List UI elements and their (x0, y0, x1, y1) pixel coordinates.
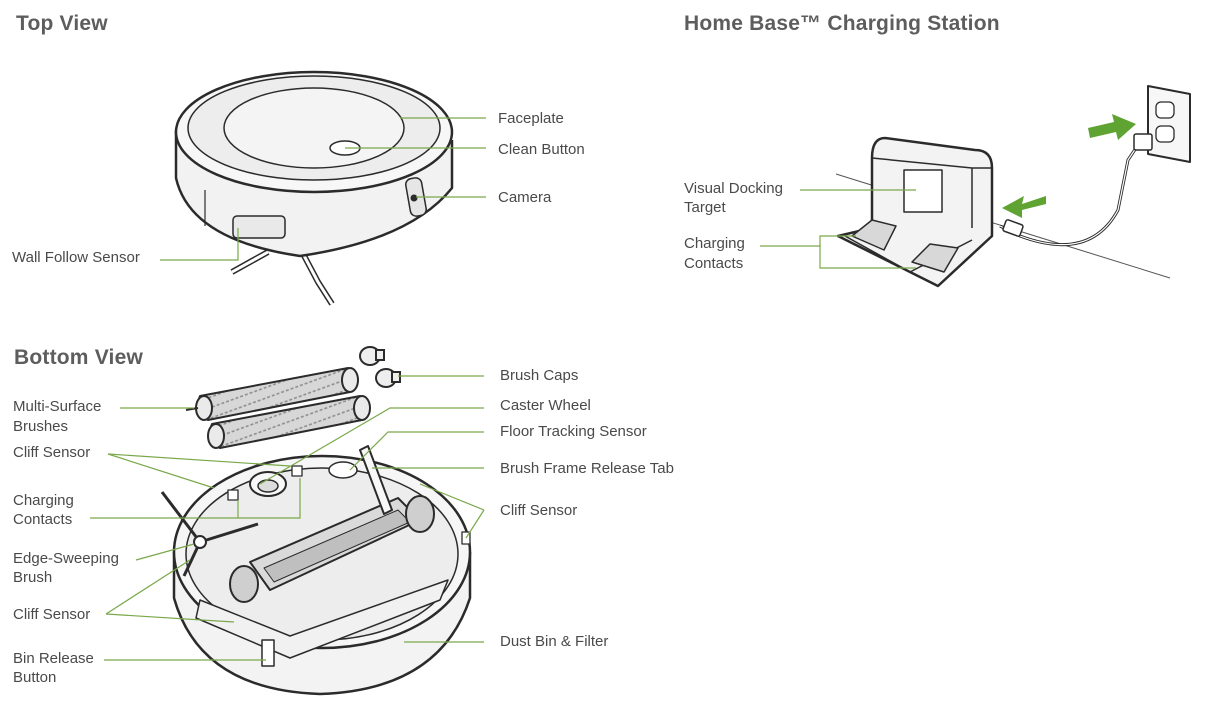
plug-in-arrow (1088, 114, 1136, 140)
label-brush-caps: Brush Caps (500, 367, 579, 384)
connect-arrow (1002, 196, 1046, 218)
brush-frame-tab (359, 445, 393, 515)
label-brush-frame-release: Brush Frame Release Tab (500, 460, 674, 477)
charging-contact-left (851, 219, 897, 251)
multi-surface-brushes (185, 367, 371, 449)
label-base-charging-1: Charging (684, 235, 745, 252)
label-edge-sweeping-1: Edge-Sweeping (13, 550, 119, 567)
label-multi-surface-1: Multi-Surface (13, 398, 102, 415)
top-view-title: Top View (16, 12, 108, 35)
wall-outlet-shape (1147, 85, 1191, 163)
brush-caps (359, 346, 401, 388)
green-arrows (1002, 114, 1136, 218)
label-bottom-charging-2: Contacts (13, 511, 73, 528)
label-caster-wheel: Caster Wheel (500, 397, 591, 414)
label-visual-docking-2: Target (684, 199, 726, 216)
label-dust-bin: Dust Bin & Filter (500, 633, 609, 650)
bin-release-shape (261, 639, 275, 667)
label-camera: Camera (498, 189, 552, 206)
charging-contact-right (911, 243, 959, 273)
home-base-title: Home Base™ Charging Station (684, 12, 1000, 35)
bottom-view-title: Bottom View (14, 346, 143, 369)
label-bottom-charging-1: Charging (13, 492, 74, 509)
floor-tracking-shape (328, 461, 358, 479)
label-clean-button: Clean Button (498, 141, 585, 158)
robot-top-illustration (174, 70, 454, 306)
wall-sensor-shape (232, 215, 286, 239)
label-bin-release-1: Bin Release (13, 650, 94, 667)
top-leader-lines (160, 117, 486, 261)
label-edge-sweeping-2: Brush (13, 569, 53, 586)
label-visual-docking-1: Visual Docking (684, 180, 783, 197)
label-cliff-sensor-right: Cliff Sensor (500, 502, 578, 519)
label-cliff-sensor-top: Cliff Sensor (13, 444, 91, 461)
label-floor-tracking: Floor Tracking Sensor (500, 423, 647, 440)
robot-bottom-illustration (160, 445, 472, 696)
docking-target-shape (903, 169, 943, 213)
bottom-leader-lines (90, 375, 485, 661)
label-wall-follow-sensor: Wall Follow Sensor (12, 249, 140, 266)
faceplate-shape (223, 87, 405, 169)
label-cliff-sensor-left: Cliff Sensor (13, 606, 91, 623)
label-base-charging-2: Contacts (684, 255, 744, 272)
label-faceplate: Faceplate (498, 110, 564, 127)
label-multi-surface-2: Brushes (13, 418, 69, 435)
label-bin-release-2: Button (13, 669, 57, 686)
base-leader-lines (760, 189, 916, 269)
home-base-illustration (835, 85, 1191, 288)
edge-brush (160, 491, 202, 543)
dust-bin-shape (195, 579, 449, 659)
